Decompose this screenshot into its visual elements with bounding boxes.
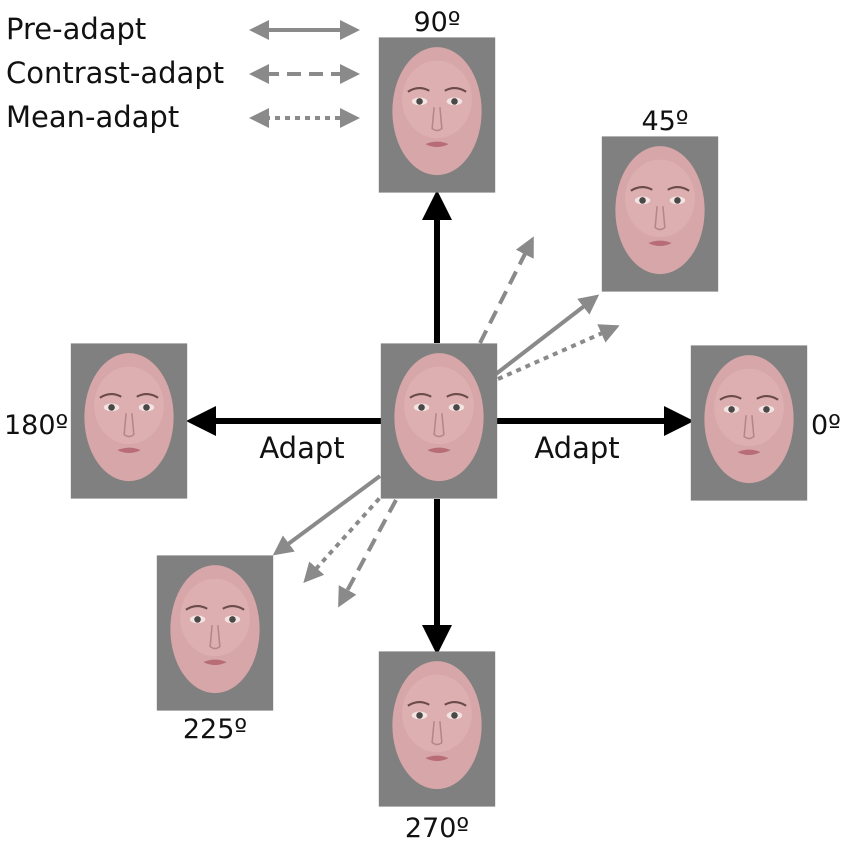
face-center (379, 342, 499, 500)
legend-pre-adapt-label: Pre-adapt (6, 12, 146, 46)
face-270 (377, 650, 497, 808)
contrast-adapt-vector-45 (478, 236, 534, 344)
face-45 (600, 135, 720, 293)
face-90 (377, 36, 497, 194)
angle-label-225: 225º (183, 714, 247, 745)
angle-label-0: 0º (811, 410, 841, 441)
vector-arrows (272, 236, 620, 608)
angle-label-45: 45º (641, 106, 688, 137)
adapt-axis-arrows (186, 190, 694, 655)
legend-contrast-adapt-label: Contrast-adapt (6, 56, 224, 90)
legend: Pre-adapt Contrast-adapt Mean-adapt (6, 12, 360, 134)
pre-adapt-vector-225 (272, 474, 382, 556)
face-images (69, 36, 809, 808)
adapt-label-left: Adapt (259, 431, 344, 465)
face-0 (689, 344, 809, 502)
angle-label-90: 90º (413, 7, 460, 38)
contrast-adapt-vector-225 (338, 499, 398, 608)
face-180 (69, 342, 189, 500)
legend-mean-adapt-label: Mean-adapt (6, 100, 179, 134)
adapt-label-right: Adapt (534, 431, 619, 465)
angle-label-270: 270º (405, 813, 469, 844)
angle-label-180: 180º (4, 410, 68, 441)
mean-adapt-vector-45 (497, 324, 620, 381)
mean-adapt-vector-225 (303, 489, 388, 583)
adapt-labels: Adapt Adapt (259, 431, 619, 465)
angle-labels: 90º 45º 180º 0º 225º 270º (4, 7, 841, 844)
face-225 (155, 554, 275, 712)
pre-adapt-vector-45 (490, 294, 600, 379)
